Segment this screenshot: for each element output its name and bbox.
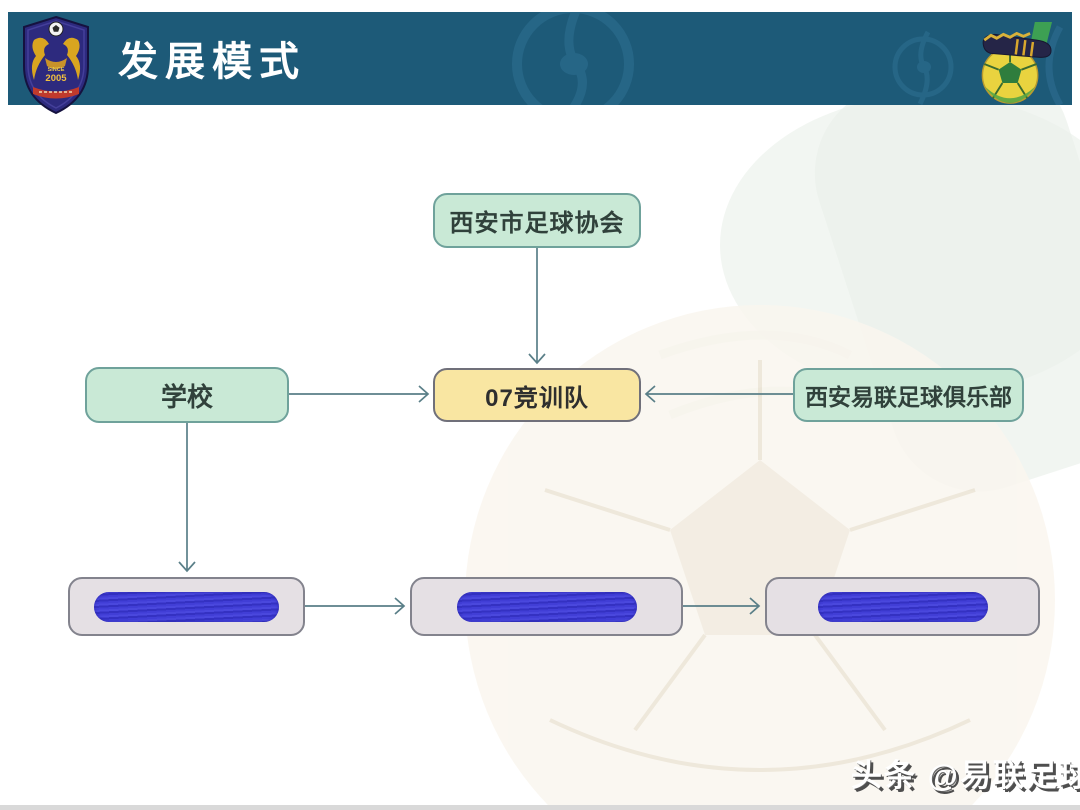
node-school-label: 学校 xyxy=(160,381,213,412)
club-crest-icon: SINCE 2005 xyxy=(23,15,89,115)
node-stage3 xyxy=(765,577,1040,636)
header-bar: 发展模式 xyxy=(8,12,1072,105)
node-team-label: 07竞训队 xyxy=(485,384,589,412)
node-stage2 xyxy=(410,577,683,636)
edge-stage1-stage2 xyxy=(305,597,406,615)
crest-since-label: SINCE xyxy=(48,67,65,73)
bottom-edge-strip xyxy=(0,805,1080,810)
node-team: 07竞训队 xyxy=(433,368,641,422)
crest-year-label: 2005 xyxy=(45,73,67,84)
edge-club-team xyxy=(644,385,793,403)
node-school: 学校 xyxy=(85,367,289,423)
node-stage1 xyxy=(68,577,305,636)
redacted-scribble xyxy=(817,591,988,622)
edge-school-stage1 xyxy=(178,423,196,573)
node-club: 西安易联足球俱乐部 xyxy=(793,368,1024,422)
edge-stage2-stage3 xyxy=(683,597,761,615)
background-leg-ghost xyxy=(658,105,1080,492)
redacted-scribble xyxy=(94,591,279,622)
header-ball-pattern xyxy=(512,12,1064,105)
edge-school-team xyxy=(289,385,430,403)
redacted-scribble xyxy=(456,591,637,622)
boot-on-ball-icon xyxy=(981,22,1052,104)
node-club-label: 西安易联足球俱乐部 xyxy=(805,384,1012,410)
edge-association-team xyxy=(528,248,546,365)
page-title: 发展模式 xyxy=(118,39,306,84)
node-association-label: 西安市足球协会 xyxy=(449,210,625,237)
watermark-text: 头条 @易联足球 xyxy=(851,758,1080,793)
node-association: 西安市足球协会 xyxy=(433,193,641,248)
